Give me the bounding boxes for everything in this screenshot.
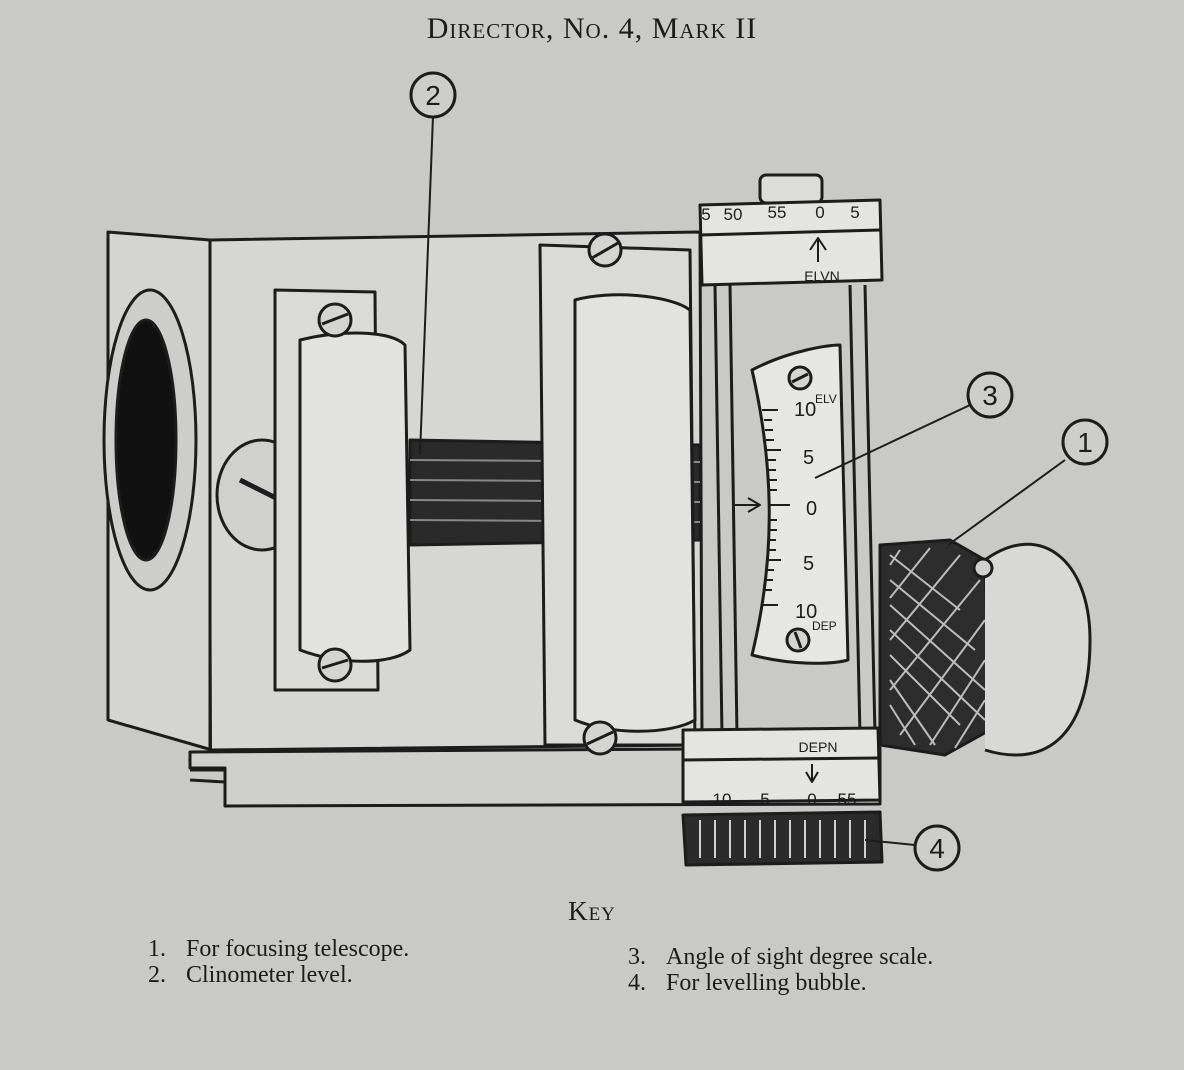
key-item-text: For focusing telescope. (186, 936, 410, 962)
depression-tick-label: 10 (713, 790, 732, 809)
key-heading: Key (568, 896, 616, 926)
key-item-number: 4. (628, 970, 646, 996)
key-item: 2. Clinometer level. (148, 962, 409, 988)
elevation-tick-label: 0 (815, 203, 824, 222)
scale-posts (713, 284, 877, 736)
elevation-drum-label: ELVN (804, 268, 840, 284)
arc-scale-mark: 5 (803, 553, 814, 575)
eyepiece-window (102, 288, 198, 592)
page-title: Director, No. 4, Mark II (426, 12, 758, 45)
key-item: 4. For levelling bubble. (628, 970, 933, 996)
arc-scale-top-tag: ELV (815, 392, 837, 406)
key-item-number: 1. (148, 936, 166, 962)
callout-3: 3 (982, 380, 998, 411)
callout-2-circle (409, 71, 457, 119)
arc-scale-mark: 10 (795, 601, 817, 623)
key-item-number: 3. (628, 944, 646, 970)
callout-3-circle (966, 371, 1014, 419)
arc-scale-mark: 0 (806, 498, 817, 520)
elevation-drum (698, 173, 884, 287)
elevation-tick-label: 5 (850, 203, 859, 222)
elevation-tick-label: 55 (768, 203, 787, 222)
depression-tick-label: 5 (760, 790, 769, 809)
depression-drum-label: DEPN (799, 739, 838, 755)
callout-4-circle (913, 824, 961, 872)
focusing-knob (878, 538, 1092, 757)
key-item-text: Clinometer level. (186, 962, 353, 988)
arc-scale-mark: 5 (803, 447, 814, 469)
key-right-column: 3. Angle of sight degree scale. 4. For l… (628, 944, 933, 996)
depression-tick-label: 55 (838, 790, 857, 809)
elevation-tick-label: 50 (724, 205, 743, 224)
key-item-number: 2. (148, 962, 166, 988)
key-item: 1. For focusing telescope. (148, 936, 409, 962)
key-item-text: For levelling bubble. (666, 970, 867, 996)
depression-tick-label: 0 (807, 790, 816, 809)
arc-scale-plate (735, 343, 850, 665)
arc-scale-bottom-tag: DEP (812, 619, 837, 633)
callout-2: 2 (425, 80, 441, 111)
callout-marks (409, 71, 1109, 872)
key-item: 3. Angle of sight degree scale. (628, 944, 933, 970)
key-left-column: 1. For focusing telescope. 2. Clinometer… (148, 936, 409, 988)
left-bracket (273, 288, 412, 692)
depression-drum (681, 726, 884, 867)
arc-scale-mark: 10 (794, 399, 816, 421)
elevation-tick-label: 5 (701, 205, 710, 224)
callout-1: 1 (1077, 427, 1093, 458)
callout-1-circle (1061, 418, 1109, 466)
right-bracket (538, 232, 697, 756)
key-item-text: Angle of sight degree scale. (666, 944, 934, 970)
callout-4: 4 (929, 833, 945, 864)
leader-lines (419, 115, 1066, 846)
